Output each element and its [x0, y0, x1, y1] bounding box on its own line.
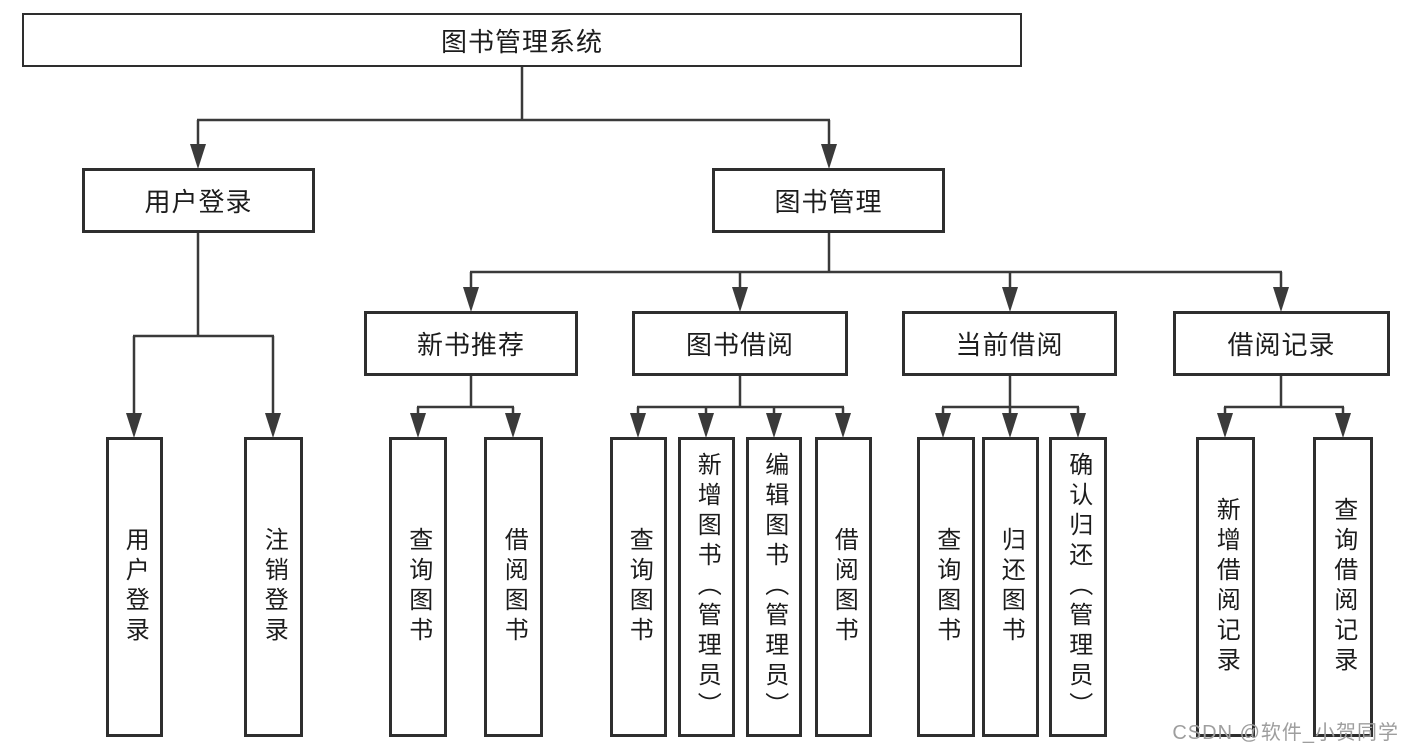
node-current-borrowing-label: 当前借阅	[955, 330, 1064, 360]
node-new-book-recommend-label: 新书推荐	[416, 330, 525, 360]
connector-current-borrowing-to-leaves	[935, 375, 1086, 438]
node-borrowing-records: 借阅记录	[1173, 311, 1390, 376]
connector-book-borrowing-to-leaves	[630, 375, 851, 438]
leaf-borrow-query-books: 查询图书	[610, 437, 667, 737]
node-borrowing-records-label: 借阅记录	[1227, 330, 1336, 360]
leaf-current-confirm-return-label: 确认归还（管理员）	[1064, 452, 1092, 722]
leaf-current-query-books-label: 查询图书	[932, 527, 960, 647]
node-user-login: 用户登录	[82, 168, 315, 233]
leaf-logout: 注销登录	[244, 437, 303, 737]
leaf-recommend-query-books: 查询图书	[389, 437, 447, 737]
node-new-book-recommend: 新书推荐	[364, 311, 578, 376]
leaf-user-login-label: 用户登录	[121, 527, 149, 647]
leaf-recommend-borrow-books-label: 借阅图书	[500, 527, 528, 647]
leaf-record-query-label: 查询借阅记录	[1329, 497, 1357, 677]
leaf-recommend-query-books-label: 查询图书	[404, 527, 432, 647]
connector-root-to-level2	[190, 67, 837, 169]
leaf-logout-label: 注销登录	[260, 527, 288, 647]
csdn-watermark: CSDN @软件_小贺同学	[1172, 722, 1399, 744]
connector-user-login-to-leaves	[126, 231, 281, 438]
connector-book-management-to-level3	[463, 231, 1289, 312]
leaf-record-add: 新增借阅记录	[1196, 437, 1255, 737]
node-user-login-label: 用户登录	[144, 187, 253, 217]
leaf-record-add-label: 新增借阅记录	[1212, 497, 1240, 677]
leaf-current-query-books: 查询图书	[917, 437, 975, 737]
leaf-current-return-books: 归还图书	[982, 437, 1039, 737]
leaf-record-query: 查询借阅记录	[1313, 437, 1373, 737]
node-root: 图书管理系统	[22, 13, 1022, 67]
leaf-current-confirm-return: 确认归还（管理员）	[1049, 437, 1107, 737]
leaf-user-login: 用户登录	[106, 437, 163, 737]
node-book-borrowing: 图书借阅	[632, 311, 848, 376]
node-book-management-label: 图书管理	[774, 187, 883, 217]
leaf-borrow-borrow-books-label: 借阅图书	[830, 527, 858, 647]
connector-borrowing-records-to-leaves	[1217, 375, 1351, 438]
leaf-borrow-query-books-label: 查询图书	[625, 527, 653, 647]
node-current-borrowing: 当前借阅	[902, 311, 1117, 376]
leaf-borrow-add-books: 新增图书（管理员）	[678, 437, 735, 737]
leaf-recommend-borrow-books: 借阅图书	[484, 437, 543, 737]
leaf-borrow-borrow-books: 借阅图书	[815, 437, 872, 737]
leaf-borrow-edit-books-label: 编辑图书（管理员）	[760, 452, 788, 722]
connector-new-book-recommend-to-leaves	[410, 375, 521, 438]
leaf-current-return-books-label: 归还图书	[997, 527, 1025, 647]
leaf-borrow-add-books-label: 新增图书（管理员）	[693, 452, 721, 722]
node-book-management: 图书管理	[712, 168, 945, 233]
node-book-borrowing-label: 图书借阅	[685, 330, 794, 360]
leaf-borrow-edit-books: 编辑图书（管理员）	[746, 437, 802, 737]
node-root-label: 图书管理系统	[440, 26, 603, 57]
